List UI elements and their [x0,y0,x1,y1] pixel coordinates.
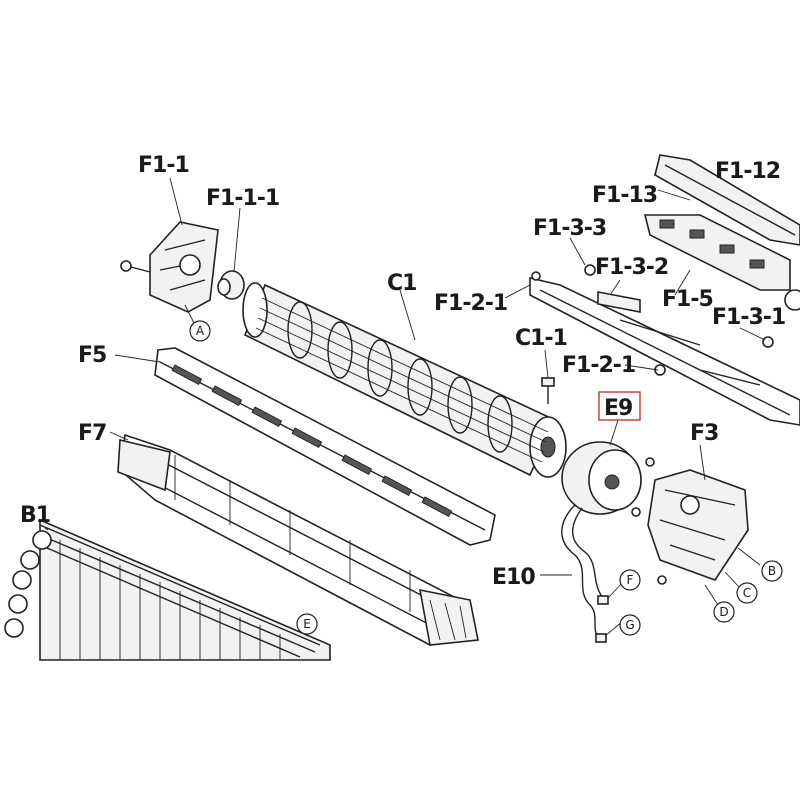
bushing-part [217,270,245,300]
label-f1-1: F1-1 [138,153,189,178]
label-e9: E9 [604,396,632,421]
rail-bracket-part [529,264,800,426]
label-f1-1-1: F1-1-1 [206,186,279,211]
motor-holder-part [631,457,749,585]
louver-vane-part [154,347,496,546]
crossflow-fan-part [242,282,567,478]
bearing-holder-part [120,221,219,313]
label-f1-3-1: F1-3-1 [712,305,785,330]
heat-exchanger-part [4,518,331,661]
screw-part [541,377,555,404]
svg-text:C: C [743,586,751,600]
svg-text:B: B [768,564,776,578]
label-f3: F3 [690,421,718,446]
fan-motor-part [561,441,642,515]
label-f1-3-2: F1-3-2 [595,255,668,280]
drain-pan-part [117,433,479,646]
svg-text:A: A [196,324,205,338]
vane-motor-assembly-part [643,154,800,311]
label-f7: F7 [78,421,106,446]
svg-text:D: D [719,605,728,619]
svg-text:F: F [627,573,634,587]
label-f1-2-1-top: F1-2-1 [434,291,507,316]
label-f1-3-3: F1-3-3 [533,216,606,241]
label-f1-12: F1-12 [715,159,780,184]
marker-g: G [619,614,641,636]
label-c1: C1 [387,271,416,296]
svg-text:G: G [625,618,634,632]
e9-highlight-box [598,391,641,421]
label-f1-5: F1-5 [662,287,713,312]
marker-d: D [713,601,735,623]
marker-c: C [736,582,758,604]
marker-f: F [619,569,641,591]
marker-b: B [761,560,783,582]
label-f5: F5 [78,343,106,368]
marker-e: E [296,613,318,635]
label-e10: E10 [492,565,535,590]
label-c1-1: C1-1 [515,326,567,351]
label-f1-2-1-mid: F1-2-1 [562,353,635,378]
lead-wire-part [561,504,609,643]
label-b1: B1 [20,503,50,528]
label-f1-13: F1-13 [592,183,657,208]
leader-lines [44,177,766,637]
marker-a: A [189,320,211,342]
svg-text:E: E [303,617,311,631]
